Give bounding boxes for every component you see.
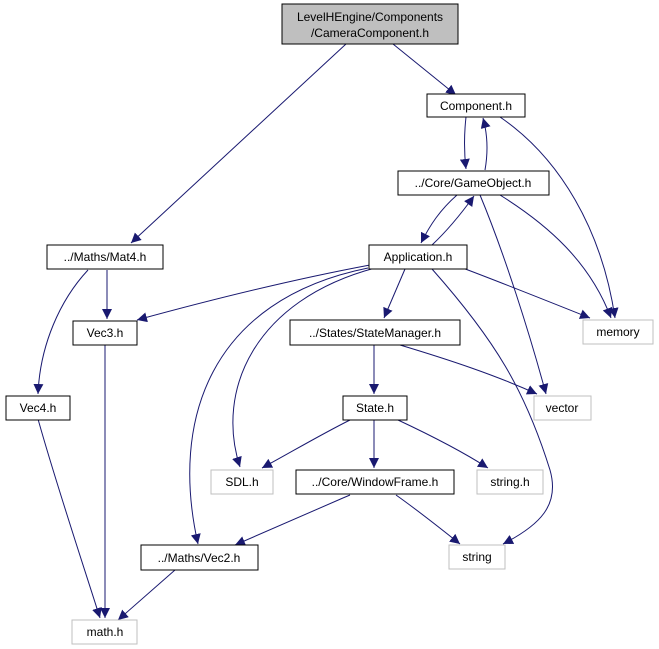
edge-application-to-vec2 xyxy=(189,267,369,545)
edge-camera-to-component xyxy=(392,43,457,96)
edge-application-to-sdl xyxy=(232,267,376,468)
node-string-label: string xyxy=(462,550,491,564)
node-vector-label: vector xyxy=(546,401,579,415)
node-math-h[interactable]: math.h xyxy=(71,619,138,645)
edges xyxy=(33,43,619,621)
node-vec3-h-label: Vec3.h xyxy=(87,326,124,340)
edge-vec4-to-math xyxy=(37,418,102,619)
node-camera-component-line1: LevelHEngine/Components xyxy=(297,10,443,24)
edge-component-to-gameobject xyxy=(459,116,470,170)
edge-component-to-memory xyxy=(499,116,619,319)
edge-state-to-sdl xyxy=(261,419,351,469)
node-vec4-h[interactable]: Vec4.h xyxy=(5,395,71,421)
node-component-h[interactable]: Component.h xyxy=(426,93,526,118)
edge-application-to-memory xyxy=(459,266,591,319)
node-string-h-label: string.h xyxy=(490,475,529,489)
node-string[interactable]: string xyxy=(448,544,506,570)
edge-application-to-statemanager xyxy=(383,268,406,319)
node-math-h-label: math.h xyxy=(87,625,124,639)
edge-gameobject-to-memory xyxy=(499,194,613,319)
node-state-h-label: State.h xyxy=(356,401,394,415)
node-vec3-h[interactable]: Vec3.h xyxy=(72,320,138,346)
node-gameobject-h[interactable]: ../Core/GameObject.h xyxy=(397,170,550,196)
node-memory[interactable]: memory xyxy=(582,319,654,345)
edge-application-to-string xyxy=(431,268,554,545)
node-windowframe-h[interactable]: ../Core/WindowFrame.h xyxy=(295,469,455,495)
node-camera-component[interactable]: LevelHEngine/Components /CameraComponent… xyxy=(281,3,459,45)
node-statemanager-h[interactable]: ../States/StateManager.h xyxy=(289,319,461,346)
node-string-h[interactable]: string.h xyxy=(476,469,544,495)
edge-gameobject-to-vector xyxy=(479,194,549,395)
node-mat4-h-label: ../Maths/Mat4.h xyxy=(64,250,147,264)
edge-windowframe-to-vec2 xyxy=(234,494,351,546)
edge-mat4-to-vec4 xyxy=(33,269,89,395)
edge-state-to-stringh xyxy=(397,419,489,469)
edge-windowframe-to-string xyxy=(395,494,461,545)
edge-gameobject-to-component xyxy=(480,117,491,171)
node-state-h[interactable]: State.h xyxy=(342,395,408,421)
edge-gameobject-to-application xyxy=(420,194,458,244)
node-application-h-label: Application.h xyxy=(384,250,453,264)
edge-statemanager-to-vector xyxy=(399,344,538,395)
node-sdl-h-label: SDL.h xyxy=(225,475,258,489)
node-mat4-h[interactable]: ../Maths/Mat4.h xyxy=(46,244,164,270)
edge-vec2-to-math xyxy=(117,569,176,621)
node-memory-label: memory xyxy=(596,325,639,339)
node-camera-component-line2: /CameraComponent.h xyxy=(311,26,429,40)
node-windowframe-h-label: ../Core/WindowFrame.h xyxy=(312,475,439,489)
node-vec2-h[interactable]: ../Maths/Vec2.h xyxy=(140,544,259,571)
node-statemanager-h-label: ../States/StateManager.h xyxy=(309,326,441,340)
node-vector[interactable]: vector xyxy=(533,395,592,421)
node-vec2-h-label: ../Maths/Vec2.h xyxy=(158,551,241,565)
node-application-h[interactable]: Application.h xyxy=(368,244,468,270)
node-vec4-h-label: Vec4.h xyxy=(20,401,57,415)
edge-camera-to-mat4 xyxy=(130,43,347,244)
edge-application-to-gameobject xyxy=(431,195,475,246)
node-gameobject-h-label: ../Core/GameObject.h xyxy=(415,176,532,190)
node-sdl-h[interactable]: SDL.h xyxy=(210,469,274,495)
node-component-h-label: Component.h xyxy=(440,99,512,113)
edge-application-to-vec3 xyxy=(136,264,371,323)
